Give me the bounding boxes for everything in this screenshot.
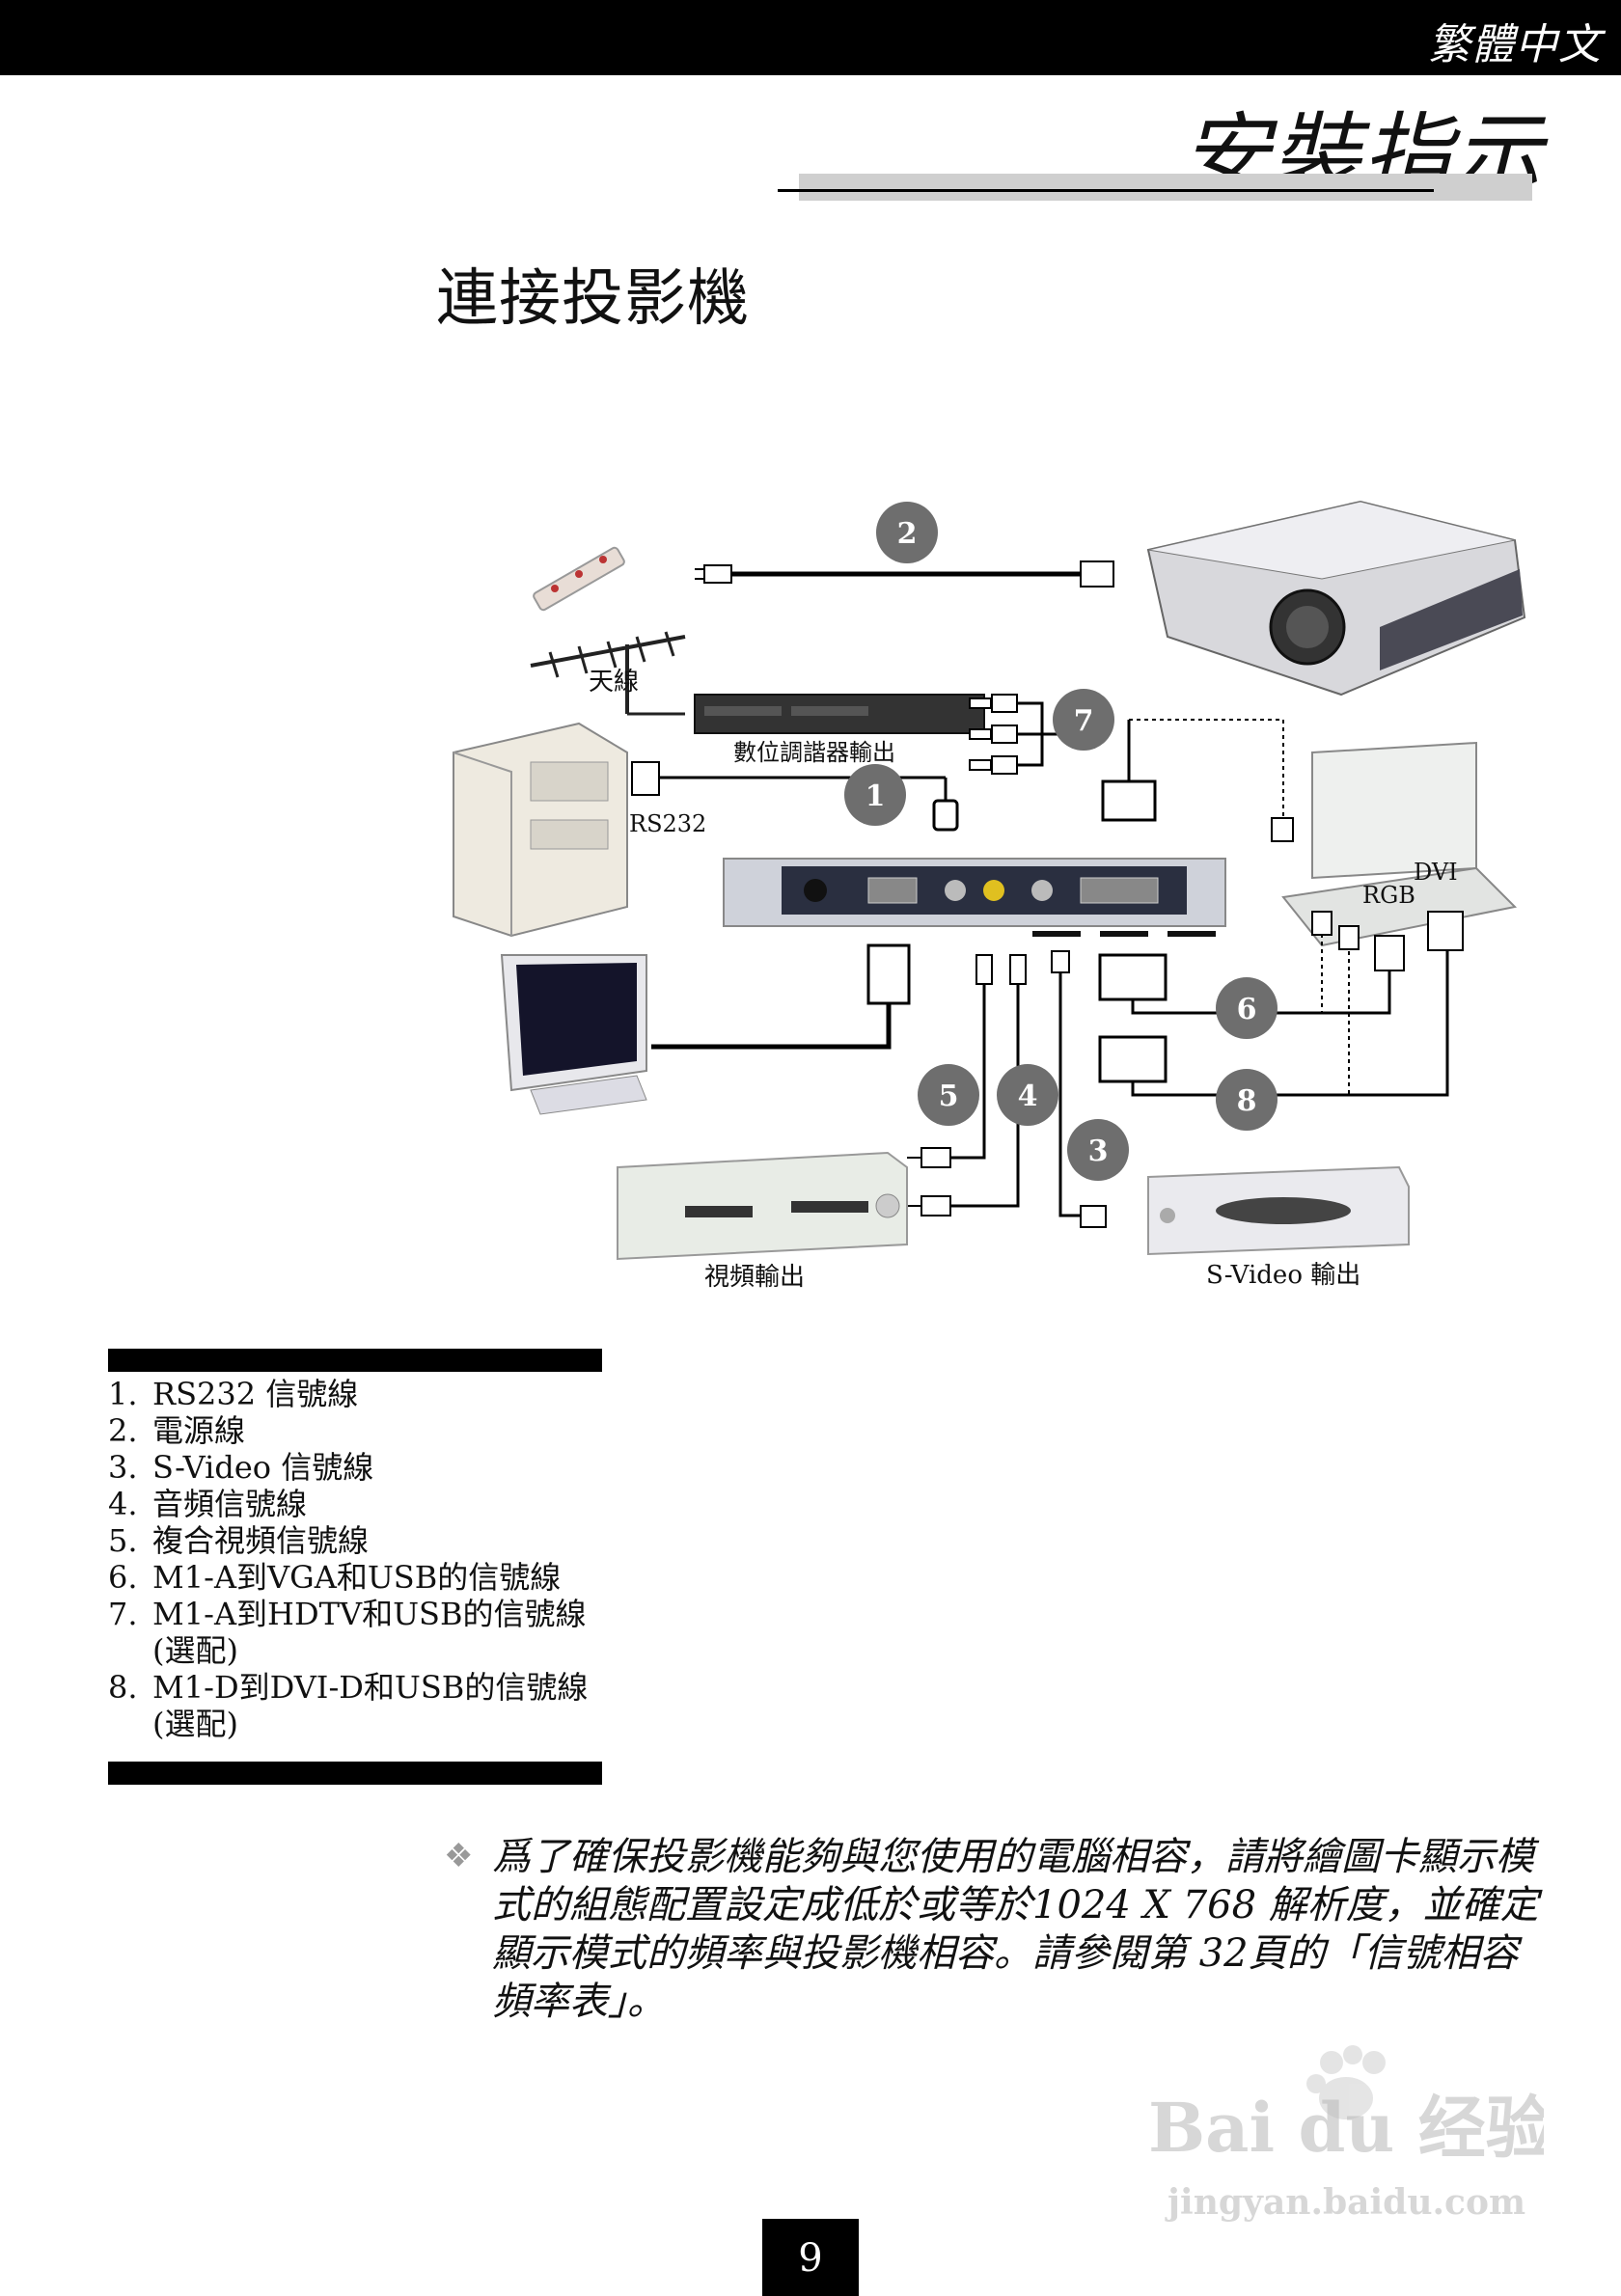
callout-8: 8 [1216, 1069, 1278, 1131]
legend-item: 4.音頻信號線 [108, 1486, 610, 1522]
svg-text:5: 5 [939, 1080, 959, 1113]
projector-rear-panel [724, 859, 1225, 937]
legend-bottom-bar [108, 1762, 602, 1785]
legend-item: 8.M1-D到DVI-D和USB的信號線 (選配) [108, 1669, 610, 1742]
diamond-bullet-icon: ❖ [444, 1837, 473, 1875]
svg-text:3: 3 [1088, 1134, 1109, 1168]
component-connectors [970, 695, 1293, 841]
dvd-player-icon [1148, 1167, 1409, 1254]
callout-3: 3 [1067, 1119, 1129, 1181]
page-number-box: 9 [762, 2219, 859, 2296]
header-bar: 繁體中文 [0, 0, 1621, 75]
cable-legend: 1.RS232 信號線 2.電源線 3.S-Video 信號線 4.音頻信號線 … [108, 1376, 610, 1742]
vga-dvi-cables [1100, 912, 1463, 1095]
callout-1: 1 [844, 764, 906, 826]
callout-5: 5 [918, 1064, 979, 1126]
note-text: 爲了確保投影機能夠與您使用的電腦相容，請將繪圖卡顯示模式的組態配置設定成低於或等… [492, 1833, 1544, 2026]
svg-text:2: 2 [897, 517, 918, 551]
rs232-label: RS232 [629, 810, 706, 837]
watermark-brand: Bai du 经验 [1148, 2088, 1544, 2168]
rgb-label: RGB [1362, 882, 1415, 909]
legend-item: 3.S-Video 信號線 [108, 1449, 610, 1486]
page-subtitle: 連接投影機 [436, 249, 750, 338]
tower-computer-icon [453, 724, 627, 936]
title-rule-gray [799, 174, 1532, 201]
svg-text:4: 4 [1018, 1080, 1038, 1113]
svideo-output-label: S-Video 輸出 [1206, 1261, 1360, 1290]
callout-2: 2 [876, 502, 938, 563]
video-output-label: 視頻輸出 [704, 1263, 805, 1292]
set-top-box-icon [695, 695, 984, 733]
power-cable [695, 561, 1113, 587]
connection-diagram: 天線 數位調諧器輸出 RS232 [434, 473, 1544, 1302]
svg-text:7: 7 [1074, 704, 1094, 738]
callout-7: 7 [1053, 689, 1114, 751]
vcr-icon [618, 1153, 907, 1259]
monitor-icon [502, 955, 646, 1114]
legend-item: 6.M1-A到VGA和USB的信號線 [108, 1559, 610, 1596]
legend-item: 1.RS232 信號線 [108, 1376, 610, 1412]
language-label: 繁體中文 [1428, 10, 1602, 71]
baidu-watermark: Bai du 经验 jingyan.baidu.com [1139, 2045, 1544, 2228]
page-number: 9 [762, 2236, 859, 2281]
svg-text:8: 8 [1237, 1084, 1257, 1118]
power-strip-icon [533, 546, 626, 611]
monitor-cable [651, 945, 909, 1047]
legend-item: 2.電源線 [108, 1412, 610, 1449]
title-rule-black [778, 189, 1434, 192]
legend-top-bar [108, 1349, 602, 1372]
legend-item: 7.M1-A到HDTV和USB的信號線 (選配) [108, 1596, 610, 1669]
projector-icon [1148, 502, 1525, 695]
legend-item: 5.複合視頻信號線 [108, 1522, 610, 1559]
watermark-url: jingyan.baidu.com [1165, 2182, 1525, 2223]
dvi-label: DVI [1414, 859, 1458, 886]
set-top-box-label: 數位調諧器輸出 [733, 739, 895, 766]
callout-4: 4 [997, 1064, 1058, 1126]
callout-6: 6 [1216, 977, 1278, 1039]
svg-text:6: 6 [1237, 993, 1257, 1026]
svg-text:1: 1 [865, 779, 886, 813]
antenna-label: 天線 [589, 668, 639, 697]
